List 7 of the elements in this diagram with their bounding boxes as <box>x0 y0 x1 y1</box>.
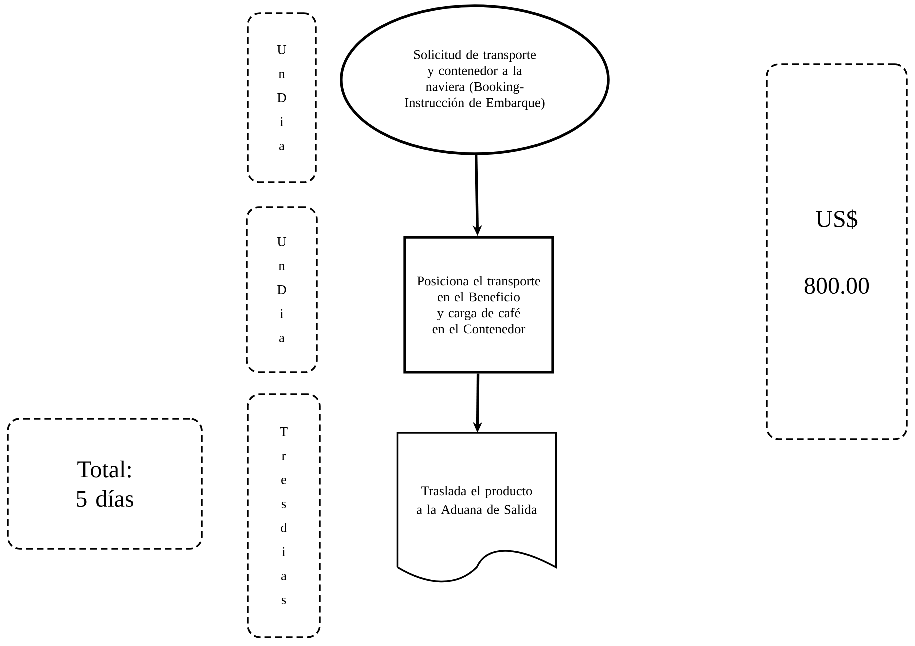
note-box: Total: 5 días <box>7 418 203 550</box>
duration-box: U n D i a <box>247 12 317 184</box>
document-shape: Traslada el producto a la Aduana de Salida <box>396 432 558 583</box>
duration-box: U n D i a <box>246 206 318 374</box>
process-box: Posiciona el transporte en el Beneficio y carga de café en el Contenedor <box>404 236 554 374</box>
note-box: US$ 800.00 <box>766 64 908 440</box>
duration-box: T r e s d i a s <box>247 394 321 638</box>
